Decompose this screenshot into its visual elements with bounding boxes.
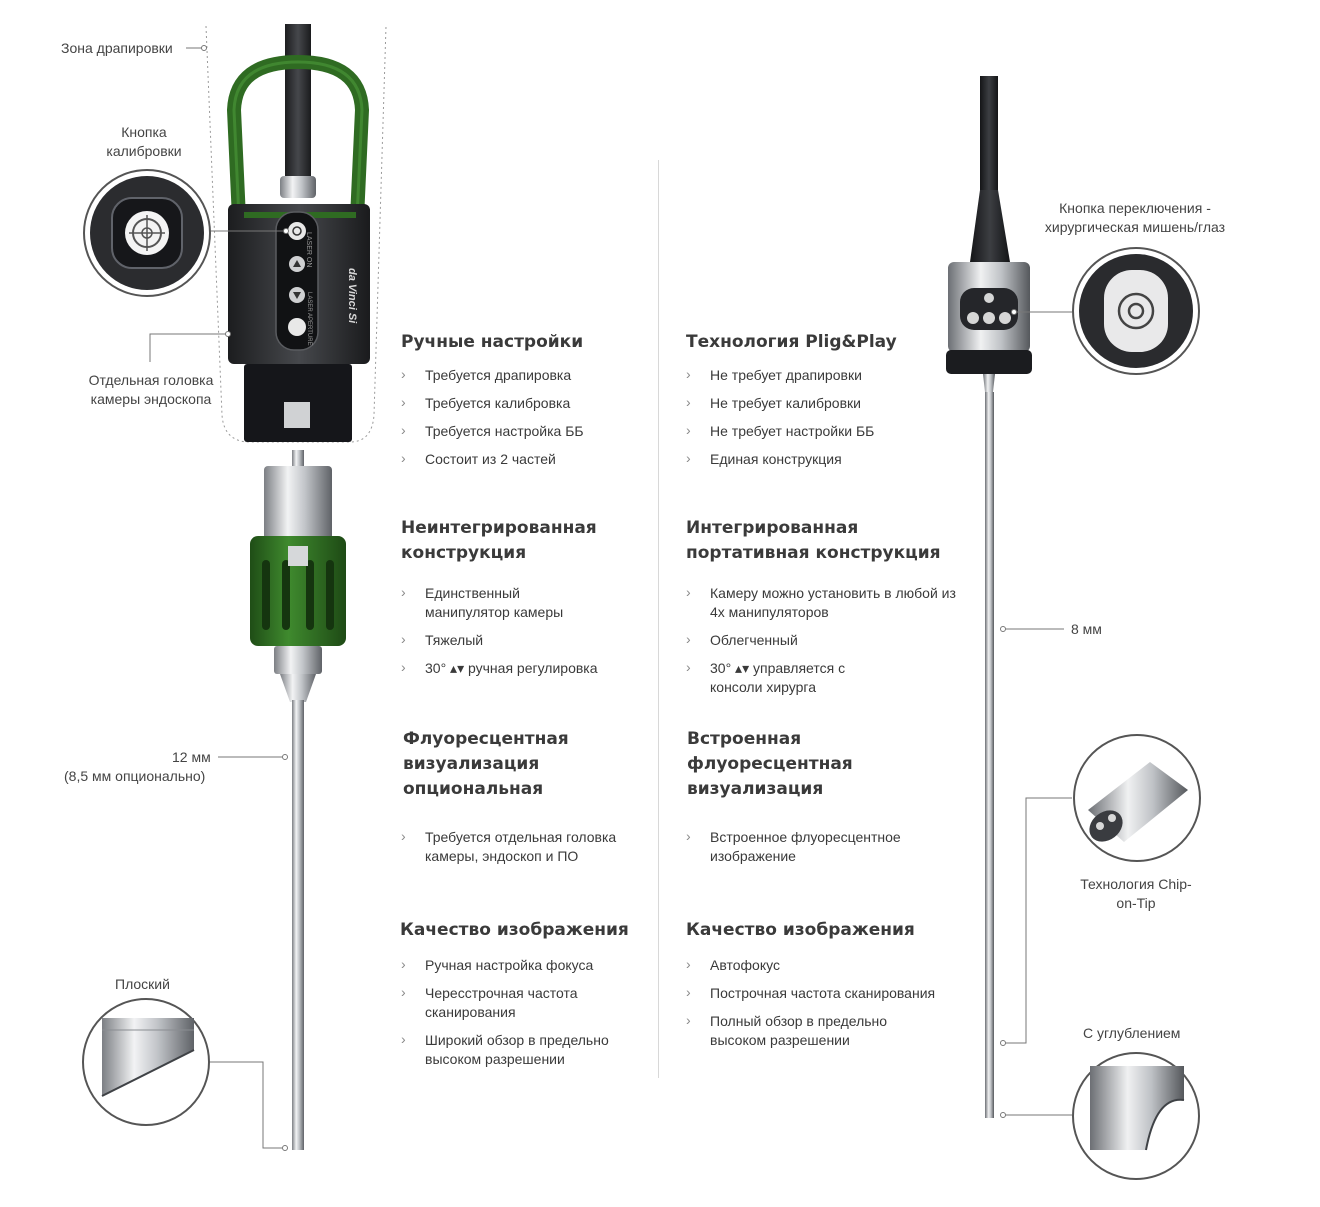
right-section-2-title: Интегрированная портативная конструкция	[686, 518, 941, 563]
list-item: Требуется настройка ББ	[401, 421, 641, 441]
list-item: Единая конструкция	[686, 449, 926, 469]
list-item: Построчная частота сканирования	[686, 983, 956, 1003]
list-item: Полный обзор в предельно высоком разреше…	[686, 1011, 910, 1050]
left-section-2-list: Единственный манипулятор камеры Тяжелый …	[401, 583, 631, 687]
callout-drape-zone: Зона драпировки	[61, 40, 173, 56]
list-item: Ручная настройка фокуса	[401, 955, 637, 975]
left-section-4-list: Ручная настройка фокуса Чересстрочная ча…	[401, 955, 637, 1078]
right-section-3-list: Встроенное флуоресцентное изображение	[686, 827, 916, 875]
callout-camera-head: Отдельная головка камеры эндоскопа	[88, 372, 214, 407]
list-item: Требуется драпировка	[401, 365, 641, 385]
column-divider	[658, 160, 659, 1078]
right-section-2-list: Камеру можно установить в любой из 4х ма…	[686, 583, 956, 706]
list-item: Требуется калибровка	[401, 393, 641, 413]
left-section-1-title: Ручные настройки	[401, 332, 584, 352]
callout-chip-on-tip: Технология Chip-on-Tip	[1080, 876, 1192, 911]
callout-calibration-button: Кнопка калибровки	[106, 124, 182, 159]
left-section-4-title: Качество изображения	[400, 920, 629, 940]
callout-size-8mm: 8 мм	[1071, 621, 1102, 637]
laser-on-label: LASER ON	[305, 232, 312, 268]
callout-recessed-tip: С углублением	[1083, 1025, 1181, 1041]
left-section-3-list: Требуется отдельная головка камеры, эндо…	[401, 827, 621, 875]
list-item: Состоит из 2 частей	[401, 449, 641, 469]
right-section-3-title: Встроенная флуоресцентная визуализация	[687, 729, 853, 799]
list-item: Не требует драпировки	[686, 365, 926, 385]
right-section-1-title: Технология Plig&Play	[686, 332, 897, 352]
right-section-4-title: Качество изображения	[686, 920, 915, 940]
list-item: Автофокус	[686, 955, 956, 975]
callout-toggle-button: Кнопка переключения - хирургическая мише…	[1044, 200, 1226, 235]
callout-size-12mm: 12 мм	[172, 749, 211, 765]
list-item: Облегченный	[686, 630, 956, 650]
list-item: Камеру можно установить в любой из 4х ма…	[686, 583, 956, 622]
right-section-4-list: Автофокус Построчная частота сканировани…	[686, 955, 956, 1059]
right-section-1-list: Не требует драпировки Не требует калибро…	[686, 365, 926, 478]
list-item: Тяжелый	[401, 630, 631, 650]
da-vinci-brand-label: da Vinci Si	[346, 268, 358, 324]
list-item: Не требует настройки ББ	[686, 421, 926, 441]
list-item: 30° ▴▾ ручная регулировка	[401, 658, 631, 678]
list-item: 30° ▴▾ управляется с консоли хирурга	[686, 658, 870, 697]
left-section-2-title: Неинтегрированная конструкция	[401, 518, 597, 563]
callout-size-optional: (8,5 мм опционально)	[64, 768, 206, 784]
list-item: Не требует калибровки	[686, 393, 926, 413]
callout-flat-tip: Плоский	[115, 976, 170, 992]
laser-aperture-label: LASER APERTURE	[306, 292, 312, 346]
list-item: Требуется отдельная головка камеры, эндо…	[401, 827, 621, 866]
list-item: Широкий обзор в предельно высоком разреш…	[401, 1030, 637, 1069]
list-item: Единственный манипулятор камеры	[401, 583, 585, 622]
list-item: Чересстрочная частота сканирования	[401, 983, 595, 1022]
left-section-1-list: Требуется драпировка Требуется калибровк…	[401, 365, 641, 478]
list-item: Встроенное флуоресцентное изображение	[686, 827, 916, 866]
left-section-3-title: Флуоресцентная визуализация опциональная	[403, 729, 569, 799]
